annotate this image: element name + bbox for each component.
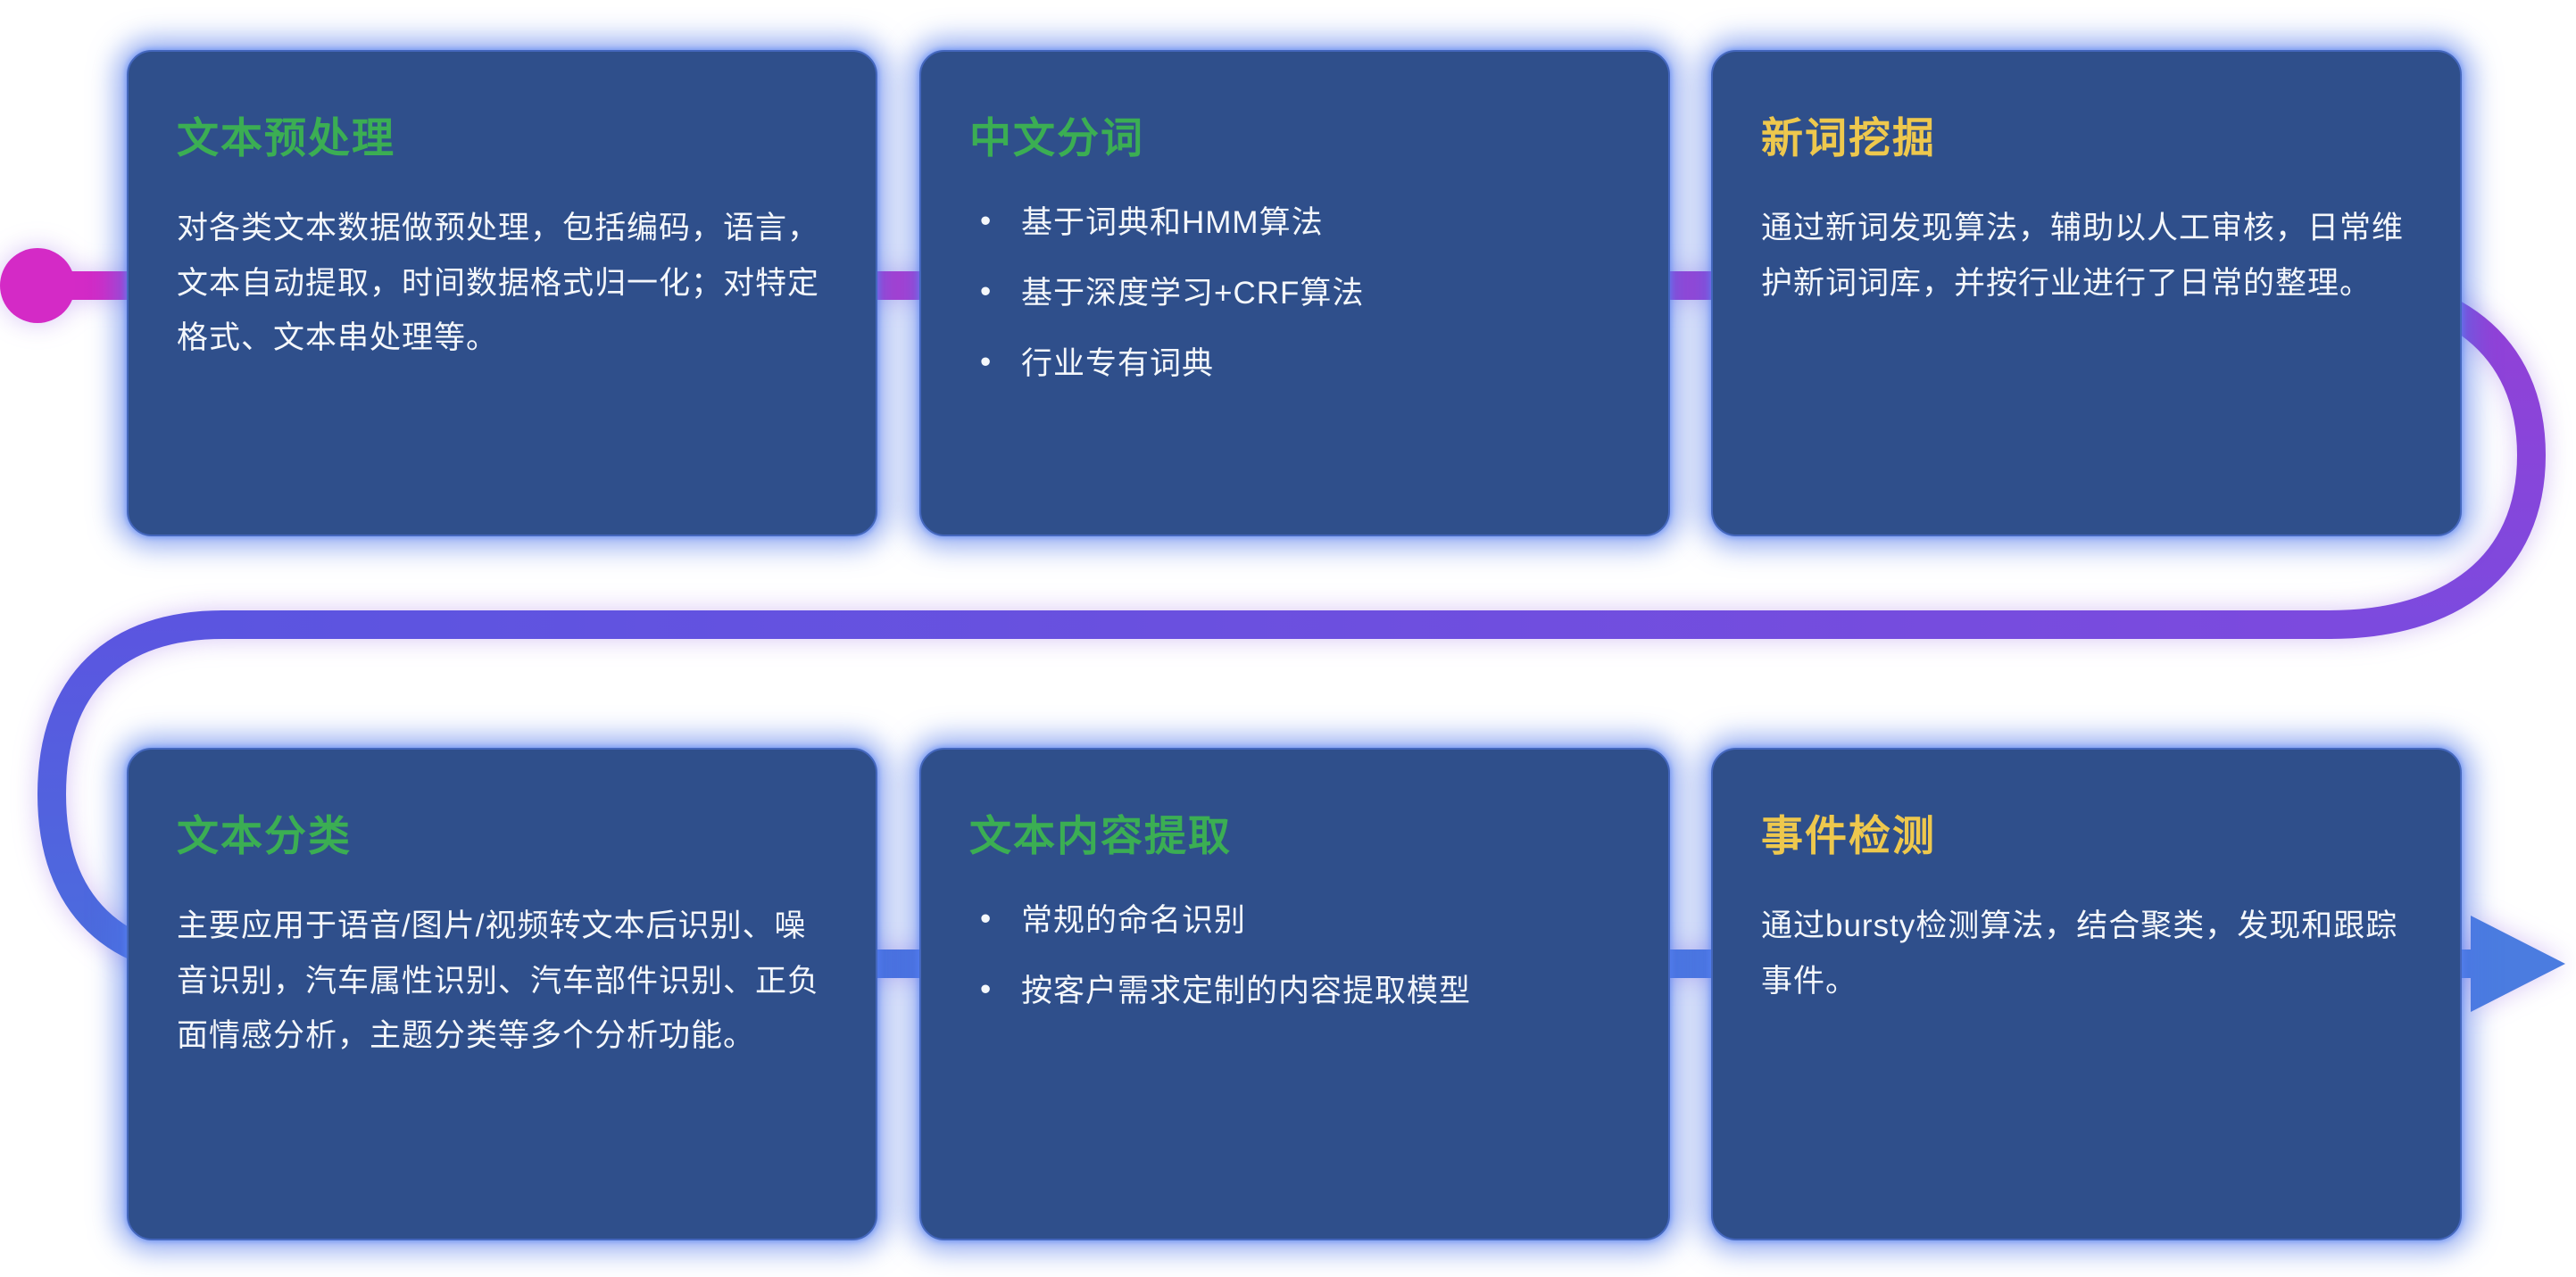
card-title: 文本内容提取 (969, 812, 1232, 859)
card-body: 主要应用于语音/图片/视频转文本后识别、噪音识别，汽车属性识别、汽车部件识别、正… (177, 908, 820, 1054)
bullet-item: 按客户需求定制的内容提取模型 (969, 967, 1620, 1013)
card-title: 新词挖掘 (1761, 114, 1936, 162)
card-body: 通过新词发现算法，辅助以人工审核，日常维护新词词库，并按行业进行了日常的整理。 (1761, 211, 2405, 301)
card-title: 文本分类 (177, 812, 352, 859)
bullet-item: 基于词典和HMM算法 (969, 199, 1620, 245)
card-text-content-extraction: 文本内容提取 常规的命名识别 按客户需求定制的内容提取模型 (919, 748, 1670, 1240)
card-title: 中文分词 (969, 114, 1144, 162)
bullet-text: 按客户需求定制的内容提取模型 (1021, 974, 1472, 1008)
bullet-text: 行业专有词典 (1021, 346, 1215, 381)
card-bullet-list: 常规的命名识别 按客户需求定制的内容提取模型 (969, 897, 1620, 1013)
card-title: 文本预处理 (177, 114, 395, 162)
card-bullet-list: 基于词典和HMM算法 基于深度学习+CRF算法 行业专有词典 (969, 199, 1620, 386)
card-body: 对各类文本数据做预处理，包括编码，语言，文本自动提取，时间数据格式归一化；对特定… (177, 211, 820, 356)
bullet-item: 常规的命名识别 (969, 897, 1620, 942)
bullet-item: 基于深度学习+CRF算法 (969, 269, 1620, 315)
card-chinese-word-segmentation: 中文分词 基于词典和HMM算法 基于深度学习+CRF算法 行业专有词典 (919, 50, 1670, 536)
card-new-word-mining: 新词挖掘 通过新词发现算法，辅助以人工审核，日常维护新词词库，并按行业进行了日常… (1711, 50, 2462, 536)
flow-end-arrow (2471, 916, 2565, 1012)
bullet-text: 常规的命名识别 (1021, 903, 1247, 938)
flow-start-dot (0, 248, 75, 323)
card-title: 事件检测 (1761, 812, 1936, 859)
card-event-detection: 事件检测 通过bursty检测算法，结合聚类，发现和跟踪事件。 (1711, 748, 2462, 1240)
card-text-classification: 文本分类 主要应用于语音/图片/视频转文本后识别、噪音识别，汽车属性识别、汽车部… (127, 748, 877, 1240)
card-body: 通过bursty检测算法，结合聚类，发现和跟踪事件。 (1761, 908, 2398, 999)
bullet-text: 基于深度学习+CRF算法 (1021, 276, 1365, 311)
bullet-text: 基于词典和HMM算法 (1021, 205, 1324, 240)
card-text-preprocessing: 文本预处理 对各类文本数据做预处理，包括编码，语言，文本自动提取，时间数据格式归… (127, 50, 877, 536)
bullet-item: 行业专有词典 (969, 340, 1620, 386)
